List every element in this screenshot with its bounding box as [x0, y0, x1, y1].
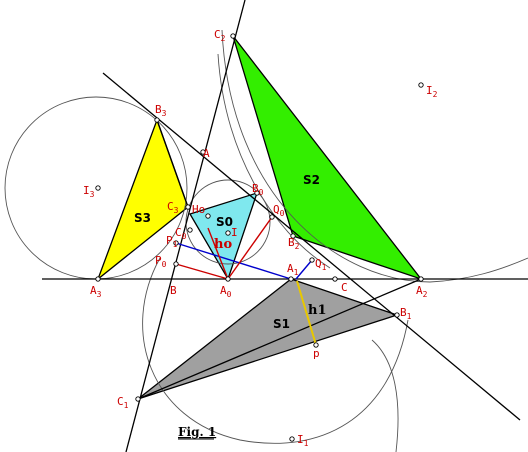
point-b1-marker	[394, 312, 400, 318]
label-ho-height: ho	[214, 237, 232, 252]
red-segment-3	[207, 227, 229, 280]
label-i: I	[231, 226, 238, 239]
label-c1: C1	[117, 395, 129, 410]
point-q1-marker	[309, 257, 315, 263]
point-i2-marker	[418, 82, 424, 88]
point-ho-marker	[205, 213, 211, 219]
label-a3: A3	[90, 284, 102, 299]
label-i2: I2	[426, 84, 438, 99]
figure-caption: Fig. 1	[178, 425, 216, 439]
point-i1-marker	[289, 436, 295, 442]
line-a2-c1	[137, 278, 422, 400]
label-b1: B1	[400, 306, 412, 321]
excircle-2-arc	[221, 29, 528, 283]
label-qo: Q0	[273, 203, 285, 218]
line-c3-b3	[156, 119, 189, 208]
point-b0-marker	[254, 190, 260, 196]
point-b3-marker	[154, 117, 160, 123]
label-s0: S0	[216, 215, 233, 229]
label-a1: A1	[287, 262, 299, 277]
label-a0: A0	[220, 284, 232, 299]
point-i-marker	[225, 230, 231, 236]
blue-segment-q1	[295, 259, 313, 280]
label-s2: S2	[303, 173, 320, 187]
excircle-1-arc	[142, 257, 409, 444]
blue-segment	[175, 242, 292, 280]
excircle-2-arc-inner	[217, 53, 331, 269]
point-c1-marker	[135, 396, 141, 402]
label-a2: A2	[416, 284, 428, 299]
point-p1-marker	[173, 240, 179, 246]
point-a2-marker	[418, 276, 424, 282]
label-q1: Q1	[315, 257, 327, 272]
triangle-s2	[232, 35, 423, 281]
label-b2: B2	[288, 236, 300, 251]
excircle-1-arc-right	[371, 339, 399, 452]
label-ho: Ho	[192, 203, 205, 216]
point-po-marker	[173, 261, 179, 267]
label-i3: I3	[83, 184, 95, 199]
label-s3: S3	[134, 211, 151, 225]
label-b3: B3	[155, 103, 167, 118]
point-a0-marker	[225, 276, 231, 282]
line-diagonal	[102, 72, 521, 421]
label-po: P0	[155, 254, 167, 269]
label-b: B	[170, 284, 177, 297]
point-c-marker	[332, 276, 338, 282]
triangle-s1	[137, 278, 400, 400]
label-c3: C3	[167, 200, 179, 215]
label-c0: C0	[175, 226, 187, 241]
label-a: A	[203, 147, 210, 160]
label-c: C	[341, 281, 348, 294]
label-p1: P1	[166, 234, 178, 249]
red-segment-1	[175, 263, 229, 280]
point-a-marker	[200, 149, 206, 155]
point-p-marker	[313, 342, 319, 348]
point-qo-marker	[269, 214, 275, 220]
label-h1-height: h1	[308, 303, 327, 318]
point-c3-marker	[185, 204, 191, 210]
label-p: p	[313, 347, 320, 360]
line-through-c2	[125, 0, 246, 452]
label-c2: C2	[214, 28, 226, 43]
point-a1-marker	[288, 276, 294, 282]
triangle-s3	[96, 118, 189, 281]
height-line-h1	[296, 280, 317, 346]
point-a3-marker	[95, 276, 101, 282]
label-i1: I1	[297, 433, 309, 448]
red-segment-2	[227, 216, 273, 280]
point-c2-marker	[230, 33, 236, 39]
point-c0-marker	[187, 227, 193, 233]
label-b0: B0	[252, 182, 264, 197]
label-s1: S1	[273, 317, 290, 331]
point-i3-marker	[95, 185, 101, 191]
point-b2-marker	[290, 233, 296, 239]
point-markers	[95, 33, 424, 442]
